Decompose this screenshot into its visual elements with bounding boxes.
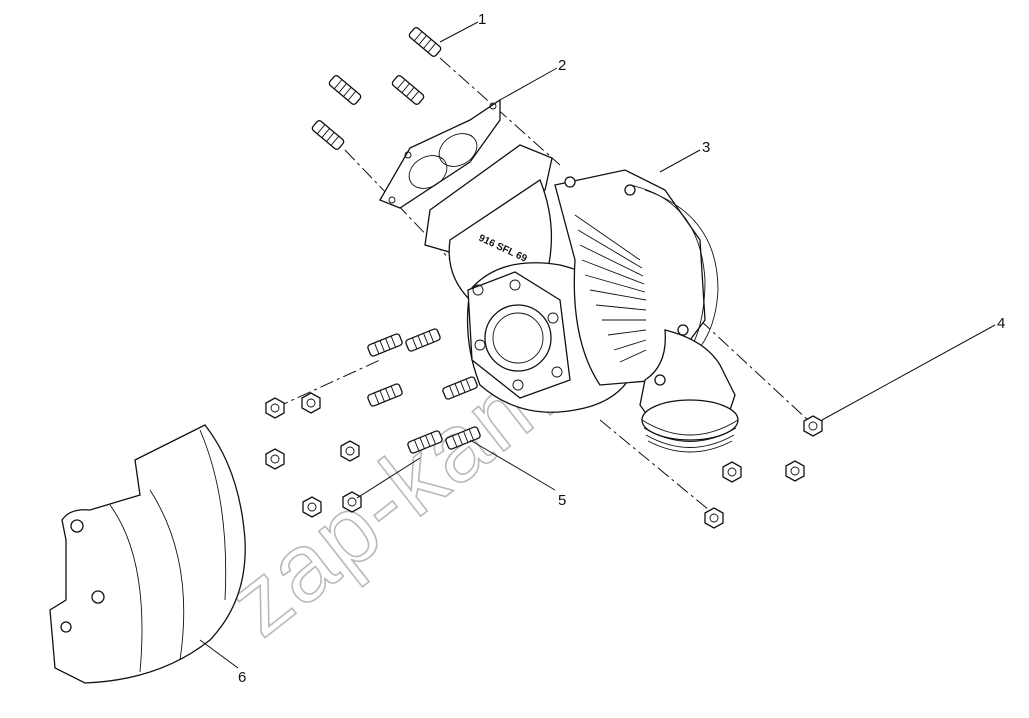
upper-studs <box>311 27 442 150</box>
callouts: 1 2 3 4 5 6 <box>238 11 1005 686</box>
heat-shield <box>49 424 246 684</box>
callout-2: 2 <box>558 57 566 74</box>
callout-3: 3 <box>702 139 710 156</box>
center-lines <box>274 57 811 516</box>
leader-lines <box>199 21 996 669</box>
lower-studs <box>367 328 481 454</box>
nuts <box>265 392 823 529</box>
turbocharger: 916 SFL 69 <box>424 144 739 453</box>
gasket <box>379 98 501 209</box>
callout-6: 6 <box>238 669 246 686</box>
compressor-ribs <box>574 214 647 363</box>
callout-4: 4 <box>997 315 1005 332</box>
callout-1: 1 <box>478 11 486 28</box>
callout-5: 5 <box>558 492 566 509</box>
